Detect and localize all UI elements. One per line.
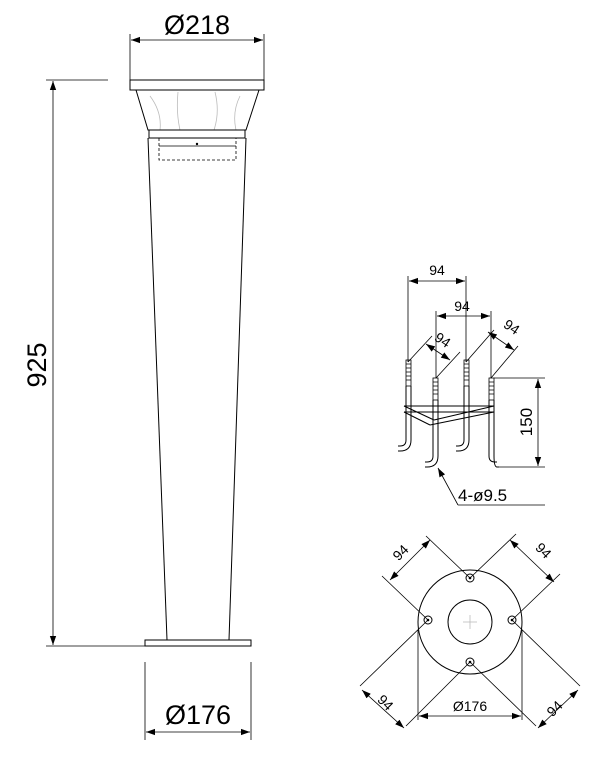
bolt-height-label: 150 [517, 408, 536, 436]
anchor-bolt-detail: 94 94 94 94 [398, 262, 545, 506]
anchor-bolt [398, 359, 412, 452]
center-hole [447, 599, 493, 645]
base-diameter-label: Ø176 [165, 700, 231, 730]
plan-base-diameter: Ø176 [453, 698, 487, 714]
pole-body [147, 137, 247, 641]
plan-view: 94 94 94 94 Ø176 [359, 533, 581, 729]
base-diameter-dimension: Ø176 [144, 662, 252, 740]
bolt-spacing-top: 94 [429, 262, 445, 278]
base-plate [144, 639, 252, 647]
top-diameter-label: Ø218 [164, 10, 230, 40]
height-label: 925 [22, 342, 52, 387]
hole-spec-label: 4-ø9.5 [458, 486, 507, 505]
anchor-bolt [425, 377, 439, 468]
side-view: Ø218 925 [22, 10, 265, 740]
bolt-spacing-left-diag: 94 [432, 329, 454, 351]
bolt-frame [403, 405, 495, 426]
bolt-spacing-right-diag: 94 [501, 316, 523, 338]
bolt-spacing-middle: 94 [454, 298, 470, 314]
anchor-bolt [456, 359, 470, 452]
plan-spacing-upper-left: 94 [389, 541, 411, 563]
plan-spacing-lower-left: 94 [374, 691, 396, 713]
plan-spacing-upper-right: 94 [532, 539, 554, 561]
height-dimension: 925 [22, 79, 145, 647]
top-diameter-dimension: Ø218 [129, 10, 265, 80]
plan-spacing-lower-right: 94 [543, 697, 565, 719]
anchor-bolt [488, 377, 499, 468]
base-plate-outline [417, 569, 523, 675]
lamp-head [129, 79, 265, 161]
